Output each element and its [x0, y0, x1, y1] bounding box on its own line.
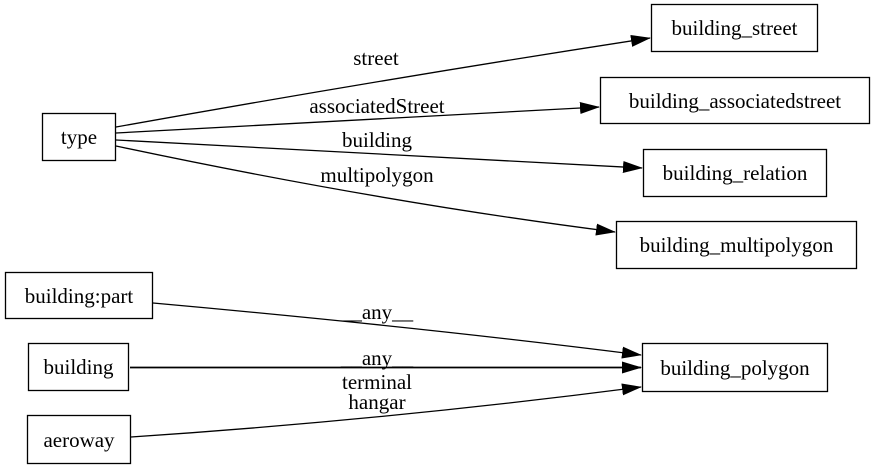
node-label: building_street	[672, 16, 798, 40]
node-building-polygon: building_polygon	[641, 342, 829, 393]
edge-type-building-associatedstreet: associatedStreet	[115, 94, 600, 134]
edge-label-terminal: terminal	[342, 370, 412, 394]
node-box	[27, 342, 130, 392]
node-label: building:part	[25, 284, 134, 308]
node-label: building	[43, 355, 114, 379]
node-box	[26, 414, 132, 465]
edge-label-multipolygon: multipolygon	[320, 163, 434, 187]
edge-aeroway-building-polygon: terminal hangar	[130, 370, 642, 438]
node-type: type	[41, 112, 117, 162]
edge-type-building-street: street	[115, 34, 651, 128]
edge-line	[115, 34, 651, 128]
node-label: type	[61, 125, 97, 149]
node-label: building_associatedstreet	[629, 89, 841, 113]
edge-line	[130, 383, 642, 438]
node-building-associatedstreet: building_associatedstreet	[599, 76, 871, 125]
edge-type-building-relation: building	[115, 128, 643, 173]
node-building-street: building_street	[650, 3, 819, 53]
edge-line	[115, 139, 643, 173]
edge-type-building-multipolygon: multipolygon	[115, 145, 616, 236]
edge-label-associatedstreet: associatedStreet	[309, 94, 444, 118]
edge-building-building-polygon: __any__	[130, 346, 642, 374]
node-label: building_multipolygon	[640, 233, 834, 257]
node-label: building_relation	[663, 161, 808, 185]
node-building-part: building:part	[4, 271, 154, 320]
edge-label-hangar: hangar	[348, 390, 405, 414]
node-label: aeroway	[43, 428, 115, 452]
node-box	[641, 342, 829, 393]
node-building: building	[27, 342, 130, 392]
node-label: building_polygon	[660, 356, 810, 380]
node-box	[599, 76, 871, 125]
edge-label-any-1: __any__	[340, 300, 414, 324]
node-box	[4, 271, 154, 320]
edge-label-building: building	[342, 128, 413, 152]
node-box	[642, 148, 828, 198]
edge-label-any-2: __any__	[340, 346, 414, 370]
node-box	[615, 220, 858, 270]
node-aeroway: aeroway	[26, 414, 132, 465]
edge-building-part-building-polygon: __any__	[152, 300, 642, 359]
edge-line	[115, 102, 600, 134]
edge-label-street: street	[353, 46, 399, 70]
edge-line	[115, 145, 616, 236]
edge-line	[152, 302, 642, 359]
node-building-relation: building_relation	[642, 148, 828, 198]
node-building-multipolygon: building_multipolygon	[615, 220, 858, 270]
node-box	[650, 3, 819, 53]
node-box	[41, 112, 117, 162]
